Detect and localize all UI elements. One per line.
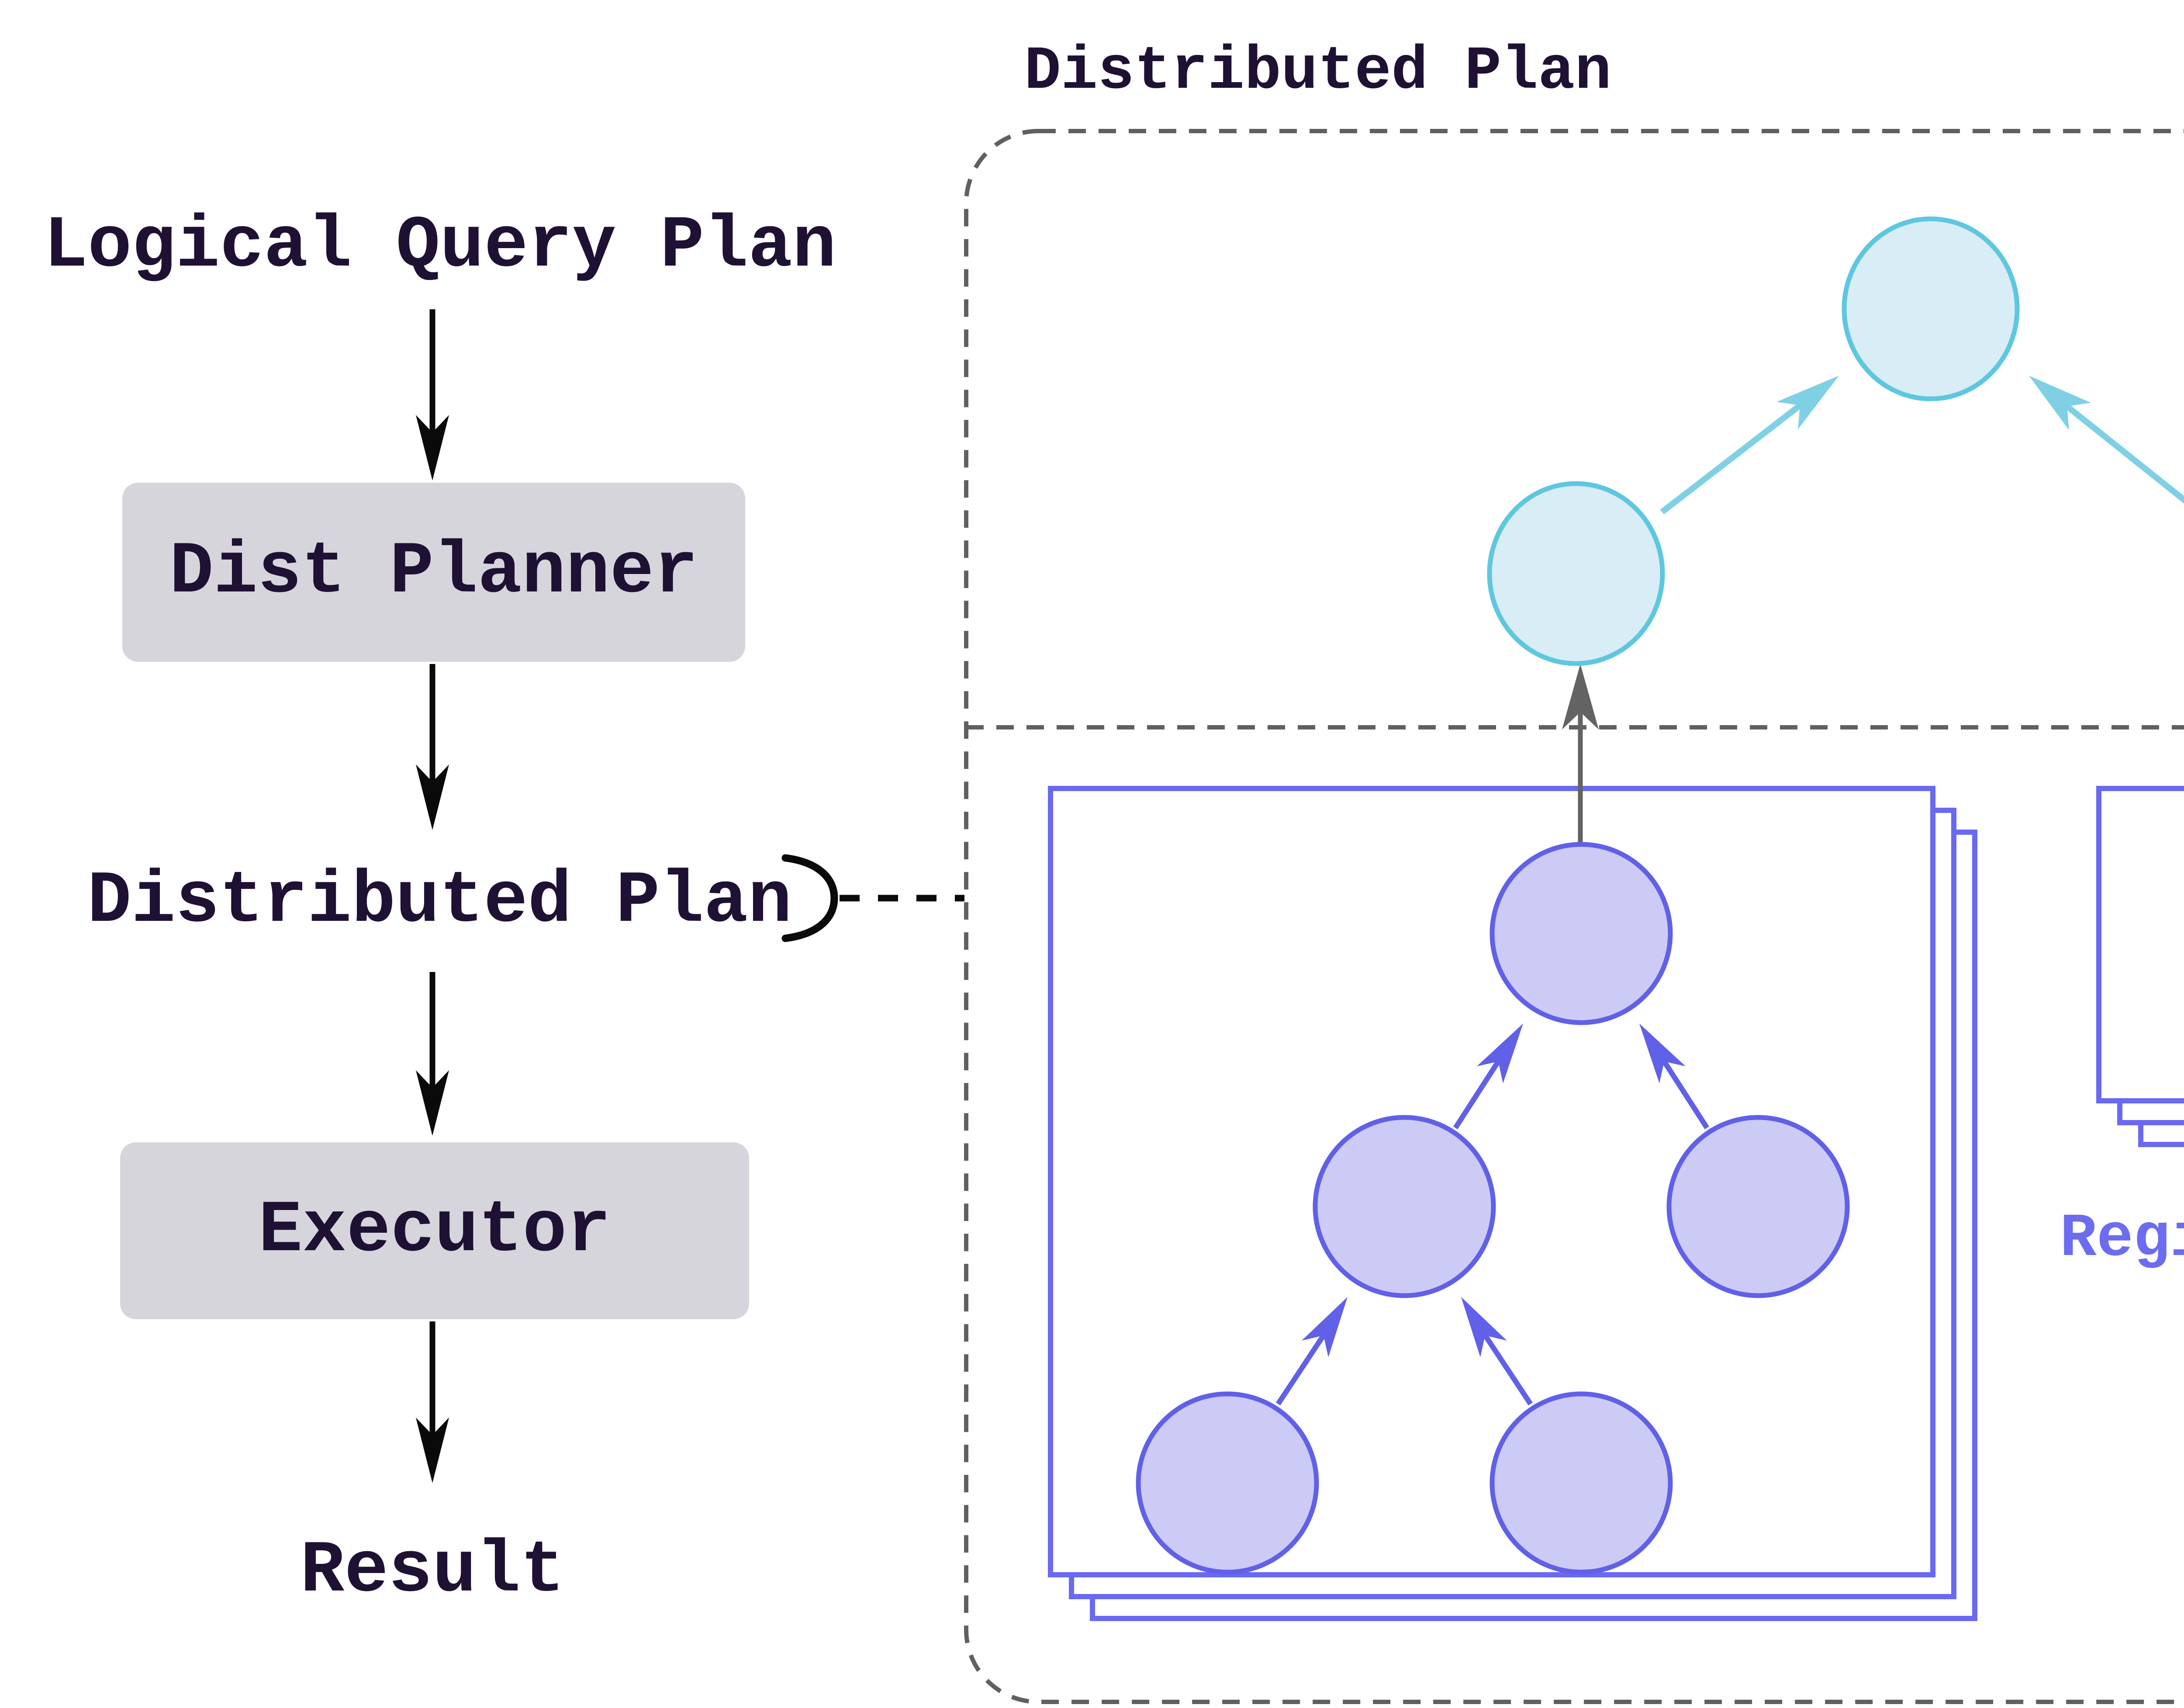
frontend-edge-right: [2029, 376, 2184, 504]
distributed-plan-container-title: Distributed Plan: [1024, 37, 1612, 107]
datanode-edge-midright-to-root: [1639, 1023, 1710, 1130]
datanode-mid-left-node: [1313, 1115, 1496, 1298]
regions-label: Regions: [2060, 1204, 2184, 1274]
datanode-edge-leafcenter-to-midleft: [1461, 1297, 1533, 1406]
datanode-edge-leafleft-to-midleft: [1275, 1297, 1348, 1406]
datanode-edge-midleft-to-root: [1453, 1023, 1523, 1130]
distributed-plan-left-label: Distributed Plan: [87, 860, 792, 943]
flow-arrow-1: [416, 309, 449, 481]
datanode-leaf-left-node: [1136, 1391, 1319, 1575]
region-box-stack-small: [2096, 786, 2184, 1147]
distributed-plan-brace: [781, 854, 838, 942]
frontend-child-node-left: [1487, 481, 1665, 666]
frontend-root-node: [1842, 216, 2020, 401]
datanode-to-frontend-arrow-left: [1562, 664, 1599, 844]
flow-arrow-2: [416, 664, 449, 830]
datanode-root-node: [1489, 842, 1673, 1025]
distributed-plan-dashed-container: [964, 129, 2184, 1704]
dist-planner-box: Dist Planner: [122, 483, 745, 662]
datanode-mid-right-node: [1666, 1115, 1850, 1298]
executor-box: Executor: [120, 1142, 749, 1319]
frontend-edge-left: [1660, 376, 1839, 515]
dist-planner-label: Dist Planner: [169, 531, 698, 614]
flow-arrow-3: [416, 972, 449, 1136]
flow-arrow-4: [416, 1321, 449, 1483]
datanode-leaf-center-node: [1489, 1391, 1673, 1575]
executor-label: Executor: [258, 1189, 611, 1272]
result-label: Result: [300, 1530, 565, 1613]
logical-query-plan-label: Logical Query Plan: [44, 205, 836, 288]
